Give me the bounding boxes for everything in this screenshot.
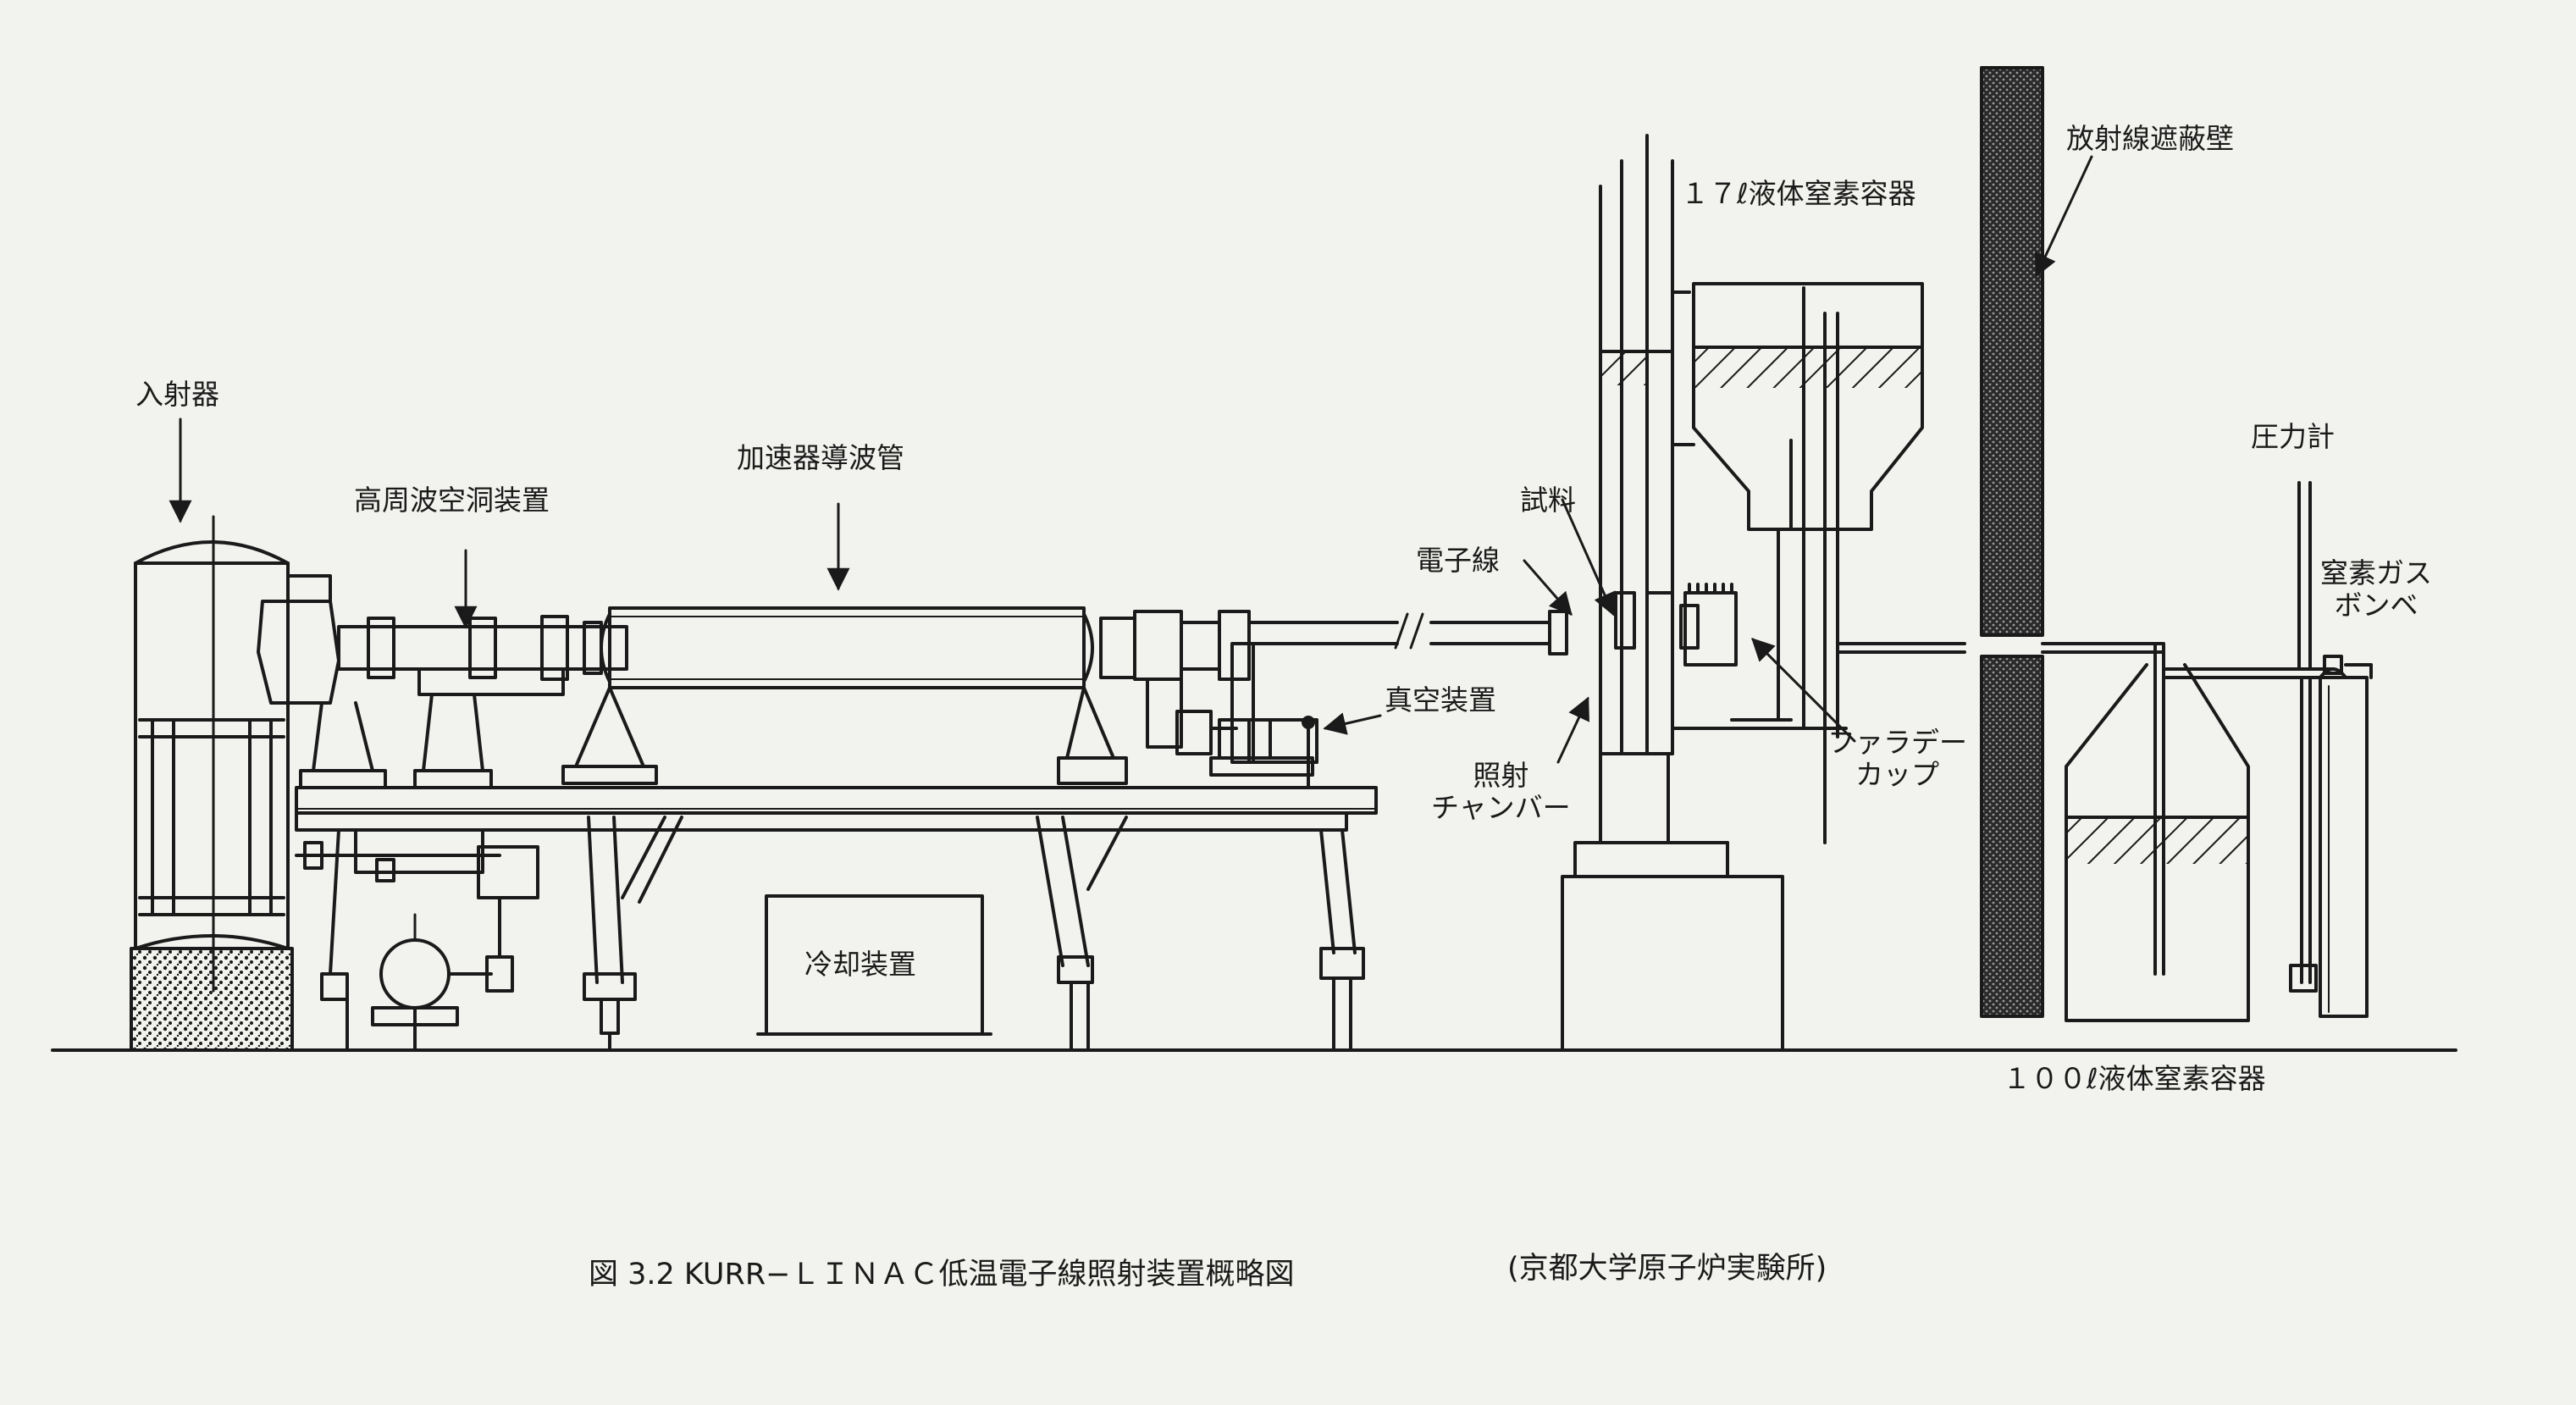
ln2-container-100l [2041, 481, 2335, 1022]
label-faraday-cup: ファラデー カップ [1827, 727, 1967, 791]
irradiation-chamber [1561, 134, 1784, 1052]
vacuum-unit [1146, 642, 1318, 789]
label-cooling: 冷却装置 [804, 948, 916, 981]
label-ln2-container-17l: １７ℓ液体窒素容器 [1681, 177, 1916, 210]
base-table [295, 786, 1378, 1052]
pump [371, 896, 514, 1052]
label-faraday-cup-line2: カップ [1855, 757, 1939, 791]
radiation-shield-wall [1980, 66, 2044, 1018]
injector [130, 515, 294, 1052]
label-ln2-container-100l: １００ℓ液体窒素容器 [2003, 1062, 2266, 1095]
ln2-container-17l [1671, 282, 1966, 844]
rf-cavity-unit [257, 574, 628, 789]
leader-arrows [169, 155, 2093, 764]
label-sample: 試料 [1520, 484, 1576, 517]
label-nitrogen-cylinder-line2: ボンベ [2334, 588, 2418, 622]
label-irradiation-chamber-line1: 照射 [1473, 759, 1529, 792]
label-nitrogen-cylinder-line1: 窒素ガス [2320, 556, 2432, 589]
figure-caption: 図 3.2 KURR−ＬＩＮＡＣ低温電子線照射装置概略図 [589, 1258, 1295, 1292]
label-waveguide: 加速器導波管 [737, 441, 904, 474]
label-faraday-cup-line1: ファラデー [1827, 726, 1967, 759]
label-pressure-gauge: 圧力計 [2251, 420, 2335, 453]
accelerator-waveguide [561, 606, 1568, 785]
nitrogen-gas-cylinder [2319, 655, 2373, 1018]
figure-source: (京都大学原子炉実験所) [1507, 1252, 1827, 1286]
label-nitrogen-cylinder: 窒素ガス ボンベ [2320, 557, 2432, 622]
label-rf-cavity: 高周波空洞装置 [354, 484, 550, 517]
label-irradiation-chamber-line2: チャンバー [1431, 790, 1571, 824]
label-irradiation-chamber: 照射 チャンバー [1431, 760, 1571, 824]
label-injector: 入射器 [135, 378, 219, 411]
label-vacuum: 真空装置 [1385, 683, 1496, 716]
label-shield-wall: 放射線遮蔽壁 [2066, 122, 2234, 155]
label-electron-beam: 電子線 [1416, 544, 1500, 577]
